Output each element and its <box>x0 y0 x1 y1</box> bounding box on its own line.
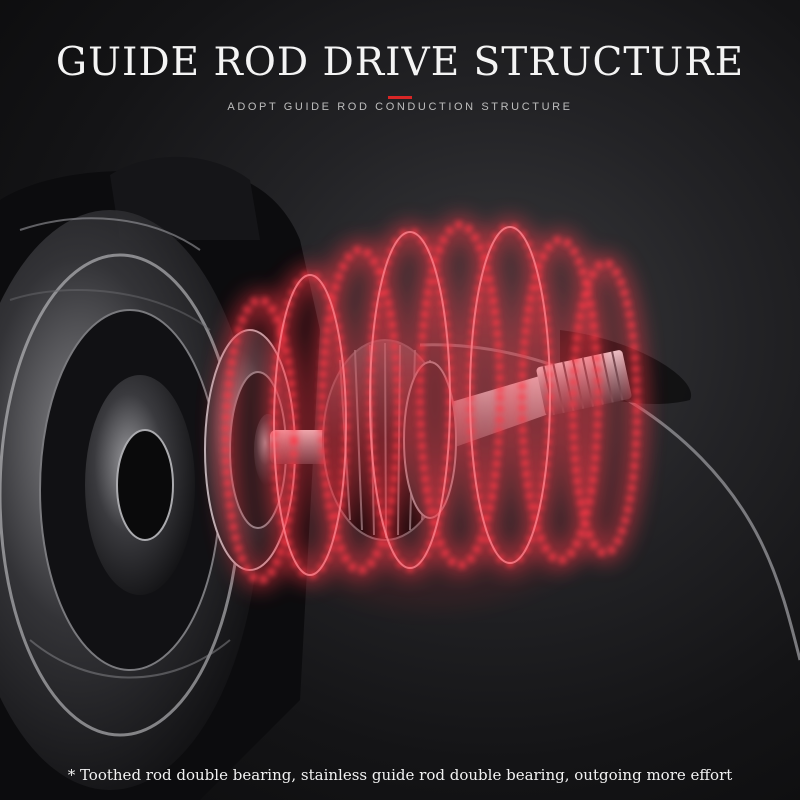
title-underline <box>388 96 412 99</box>
feature-caption: * Toothed rod double bearing, stainless … <box>67 766 733 784</box>
page-subtitle: ADOPT GUIDE ROD CONDUCTION STRUCTURE <box>227 101 573 113</box>
page-title: GUIDE ROD DRIVE STRUCTURE <box>55 40 745 85</box>
